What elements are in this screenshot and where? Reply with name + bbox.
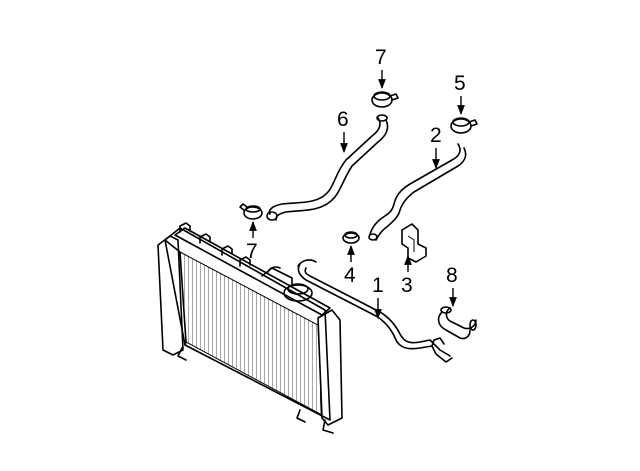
radiator <box>157 222 343 434</box>
lower-hose <box>368 143 467 241</box>
overflow-tube <box>297 259 453 363</box>
callout-5: 5 <box>454 72 466 95</box>
callout-7-lower: 7 <box>246 240 258 263</box>
callout-7-top: 7 <box>375 46 387 69</box>
hose-bracket <box>401 223 427 263</box>
hose-clamp-5 <box>450 117 478 134</box>
small-hose <box>437 306 477 340</box>
upper-radiator-hose <box>266 114 389 221</box>
callout-leaders <box>249 70 465 319</box>
callout-2: 2 <box>430 124 442 147</box>
callout-3: 3 <box>401 274 413 297</box>
hose-clamp-top <box>371 91 399 108</box>
callout-8: 8 <box>446 264 458 287</box>
hose-clamp-4 <box>342 231 360 244</box>
callout-4: 4 <box>344 264 356 287</box>
hose-clamp-lower <box>239 203 263 220</box>
callout-1: 1 <box>372 274 384 297</box>
callout-6: 6 <box>337 108 349 131</box>
